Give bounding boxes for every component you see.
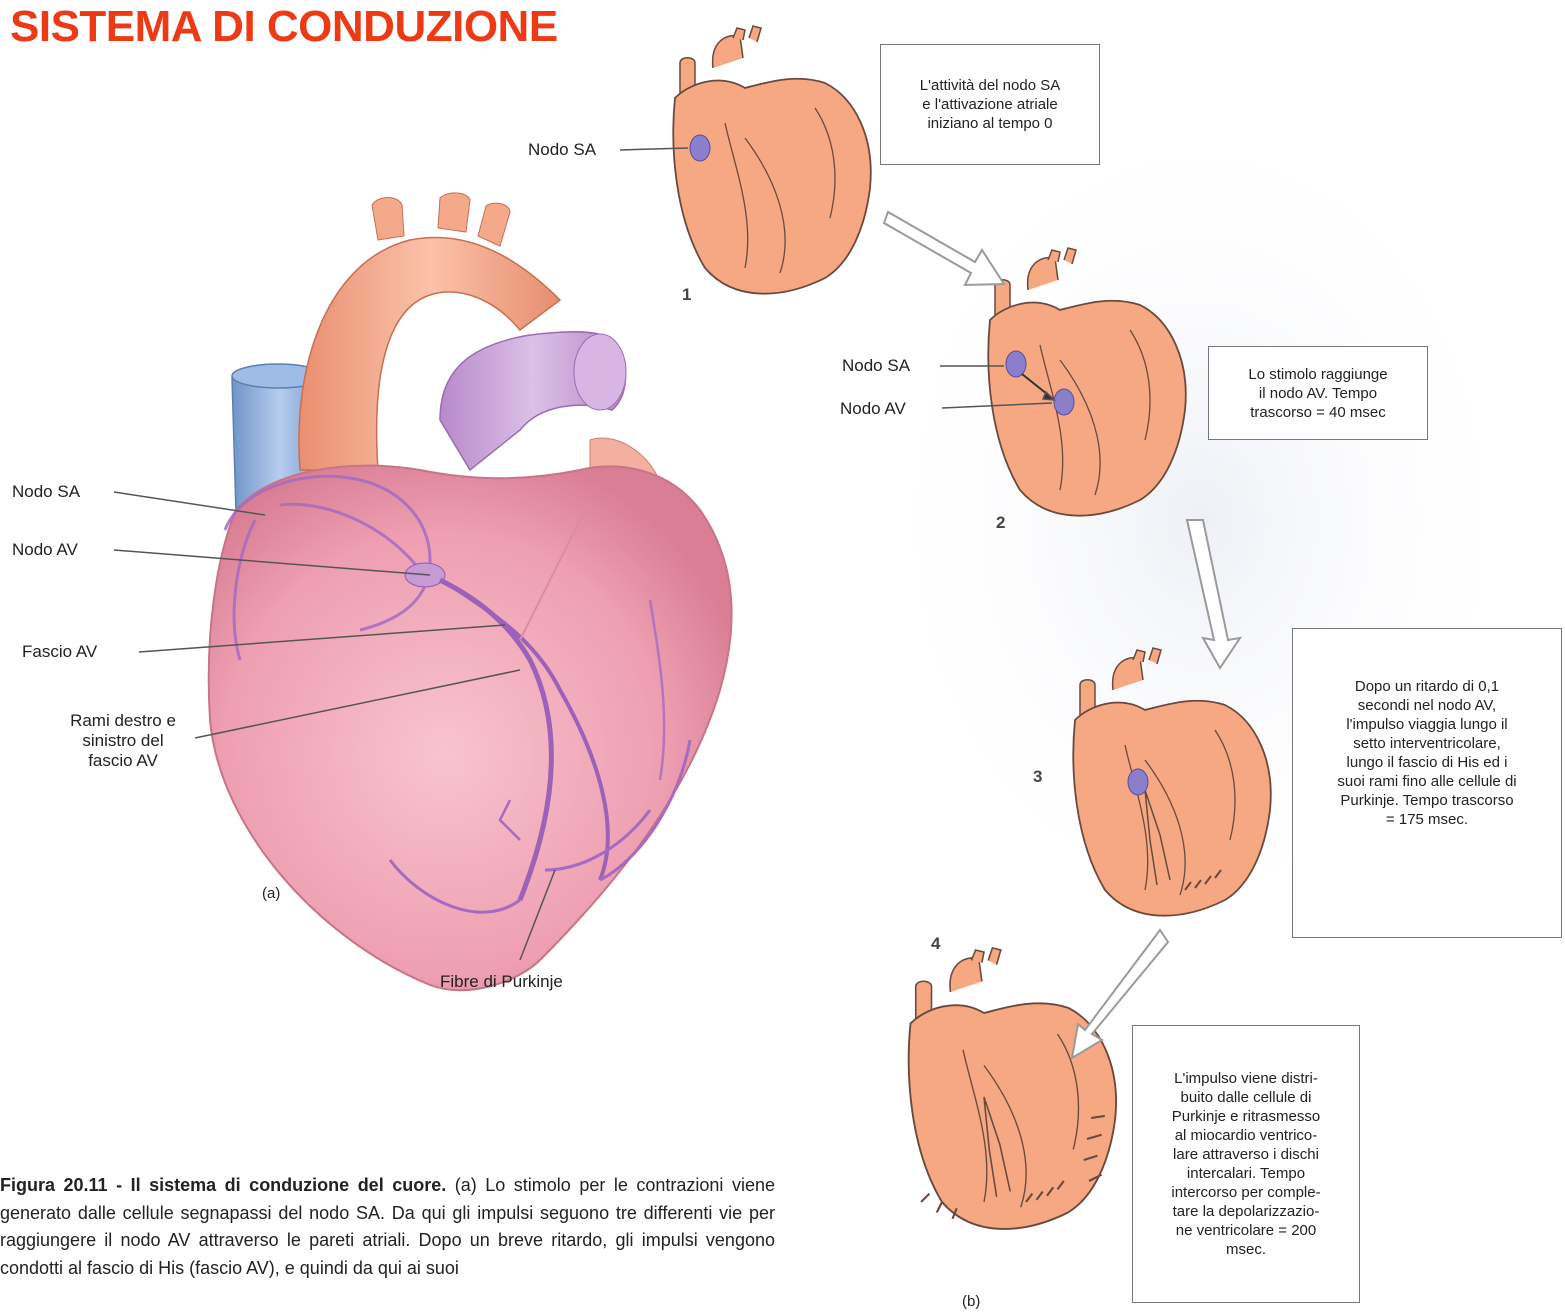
step2-text-line: trascorso = 40 msec <box>1248 403 1387 422</box>
step4-text-line: Purkinje e ritrasmesso <box>1171 1107 1320 1126</box>
panel-letter-a: (a) <box>262 884 280 904</box>
step4-text-line: ne ventricolare = 200 <box>1171 1221 1320 1240</box>
step1-label-nodo-sa: Nodo SA <box>528 140 596 160</box>
step3-text-line: secondi nel nodo AV, <box>1337 696 1516 715</box>
label-nodo-av: Nodo AV <box>12 540 78 560</box>
step2-text-line: il nodo AV. Tempo <box>1248 384 1387 403</box>
step3-text-line: l'impulso viaggia lungo il <box>1337 715 1516 734</box>
figure-caption: Figura 20.11 - Il sistema di conduzione … <box>0 1172 775 1282</box>
label-fascio-av: Fascio AV <box>22 642 97 662</box>
panel-letter-b: (b) <box>962 1292 980 1312</box>
step2-description-box: Lo stimolo raggiunge il nodo AV. Tempo t… <box>1208 346 1428 440</box>
label-rami-line-3: fascio AV <box>48 751 198 771</box>
step2-node-2 <box>1054 389 1074 415</box>
step4-text-line: msec. <box>1171 1240 1320 1259</box>
label-rami-line-2: sinistro del <box>48 731 198 751</box>
step3-text-line: = 175 msec. <box>1337 810 1516 829</box>
step-number-2: 2 <box>996 513 1005 533</box>
step3-text-line: setto interventricolare, <box>1337 734 1516 753</box>
step4-text-line: buito dalle cellule di <box>1171 1088 1320 1107</box>
step1-text-line: e l'attivazione atriale <box>920 95 1060 114</box>
caption-title: Figura 20.11 - Il sistema di conduzione … <box>0 1175 446 1195</box>
step2-text-line: Lo stimolo raggiunge <box>1248 365 1387 384</box>
step4-text-line: intercorso per comple- <box>1171 1183 1320 1202</box>
step1-node-1 <box>690 135 710 161</box>
step3-text-line: suoi rami fino alle cellule di <box>1337 772 1516 791</box>
step2-label-nodo-sa: Nodo SA <box>842 356 910 376</box>
step-number-1: 1 <box>682 285 691 305</box>
step4-text-line: tare la depolarizzazio- <box>1171 1202 1320 1221</box>
label-rami: Rami destro e sinistro del fascio AV <box>48 711 198 771</box>
step3-description-box: Dopo un ritardo di 0,1 secondi nel nodo … <box>1292 628 1562 938</box>
step2-label-nodo-av: Nodo AV <box>840 399 906 419</box>
step1-description-box: L'attività del nodo SA e l'attivazione a… <box>880 44 1100 165</box>
step4-text-line: lare attraverso i dischi <box>1171 1145 1320 1164</box>
step4-text-line: al miocardio ventrico- <box>1171 1126 1320 1145</box>
step1-text-line: iniziano al tempo 0 <box>920 114 1060 133</box>
step-number-3: 3 <box>1033 767 1042 787</box>
step-number-4: 4 <box>931 934 940 954</box>
step2-heart-body <box>988 301 1185 516</box>
label-fibre-purkinje: Fibre di Purkinje <box>440 972 563 992</box>
step1-text-line: L'attività del nodo SA <box>920 76 1060 95</box>
step3-text-line: Dopo un ritardo di 0,1 <box>1337 677 1516 696</box>
step1-heart-body <box>673 79 870 294</box>
step4-description-box: L'impulso viene distri- buito dalle cell… <box>1132 1025 1360 1303</box>
step3-text-line: lungo il fascio di His ed i <box>1337 753 1516 772</box>
step4-text-line: intercalari. Tempo <box>1171 1164 1320 1183</box>
step3-heart-body <box>1073 701 1270 916</box>
step3-node-1 <box>1128 769 1148 795</box>
label-nodo-sa: Nodo SA <box>12 482 80 502</box>
large-heart-illustration <box>209 193 732 990</box>
step4-text-line: L'impulso viene distri- <box>1171 1069 1320 1088</box>
step3-text-line: Purkinje. Tempo trascorso <box>1337 791 1516 810</box>
step4-heart <box>909 948 1116 1229</box>
step2-node-1 <box>1006 351 1026 377</box>
label-rami-line-1: Rami destro e <box>48 711 198 731</box>
